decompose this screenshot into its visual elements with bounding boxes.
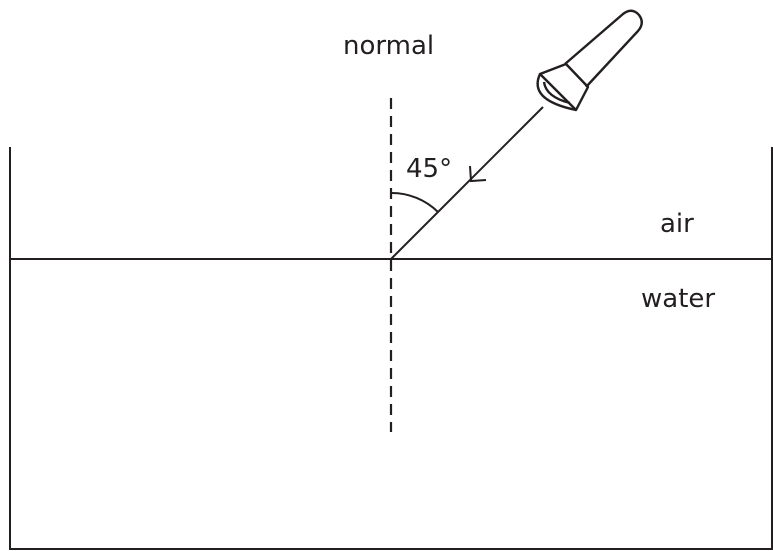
- angle-arc: [390, 191, 439, 213]
- flashlight-icon: [536, 9, 643, 112]
- air-label: air: [660, 209, 694, 239]
- normal-label: normal: [343, 31, 434, 61]
- water-label: water: [641, 284, 715, 314]
- water-tank-outline: [9, 147, 773, 550]
- angle-label: 45°: [406, 154, 452, 184]
- ray-direction-arrowhead: [469, 165, 487, 183]
- incident-ray: [390, 106, 544, 260]
